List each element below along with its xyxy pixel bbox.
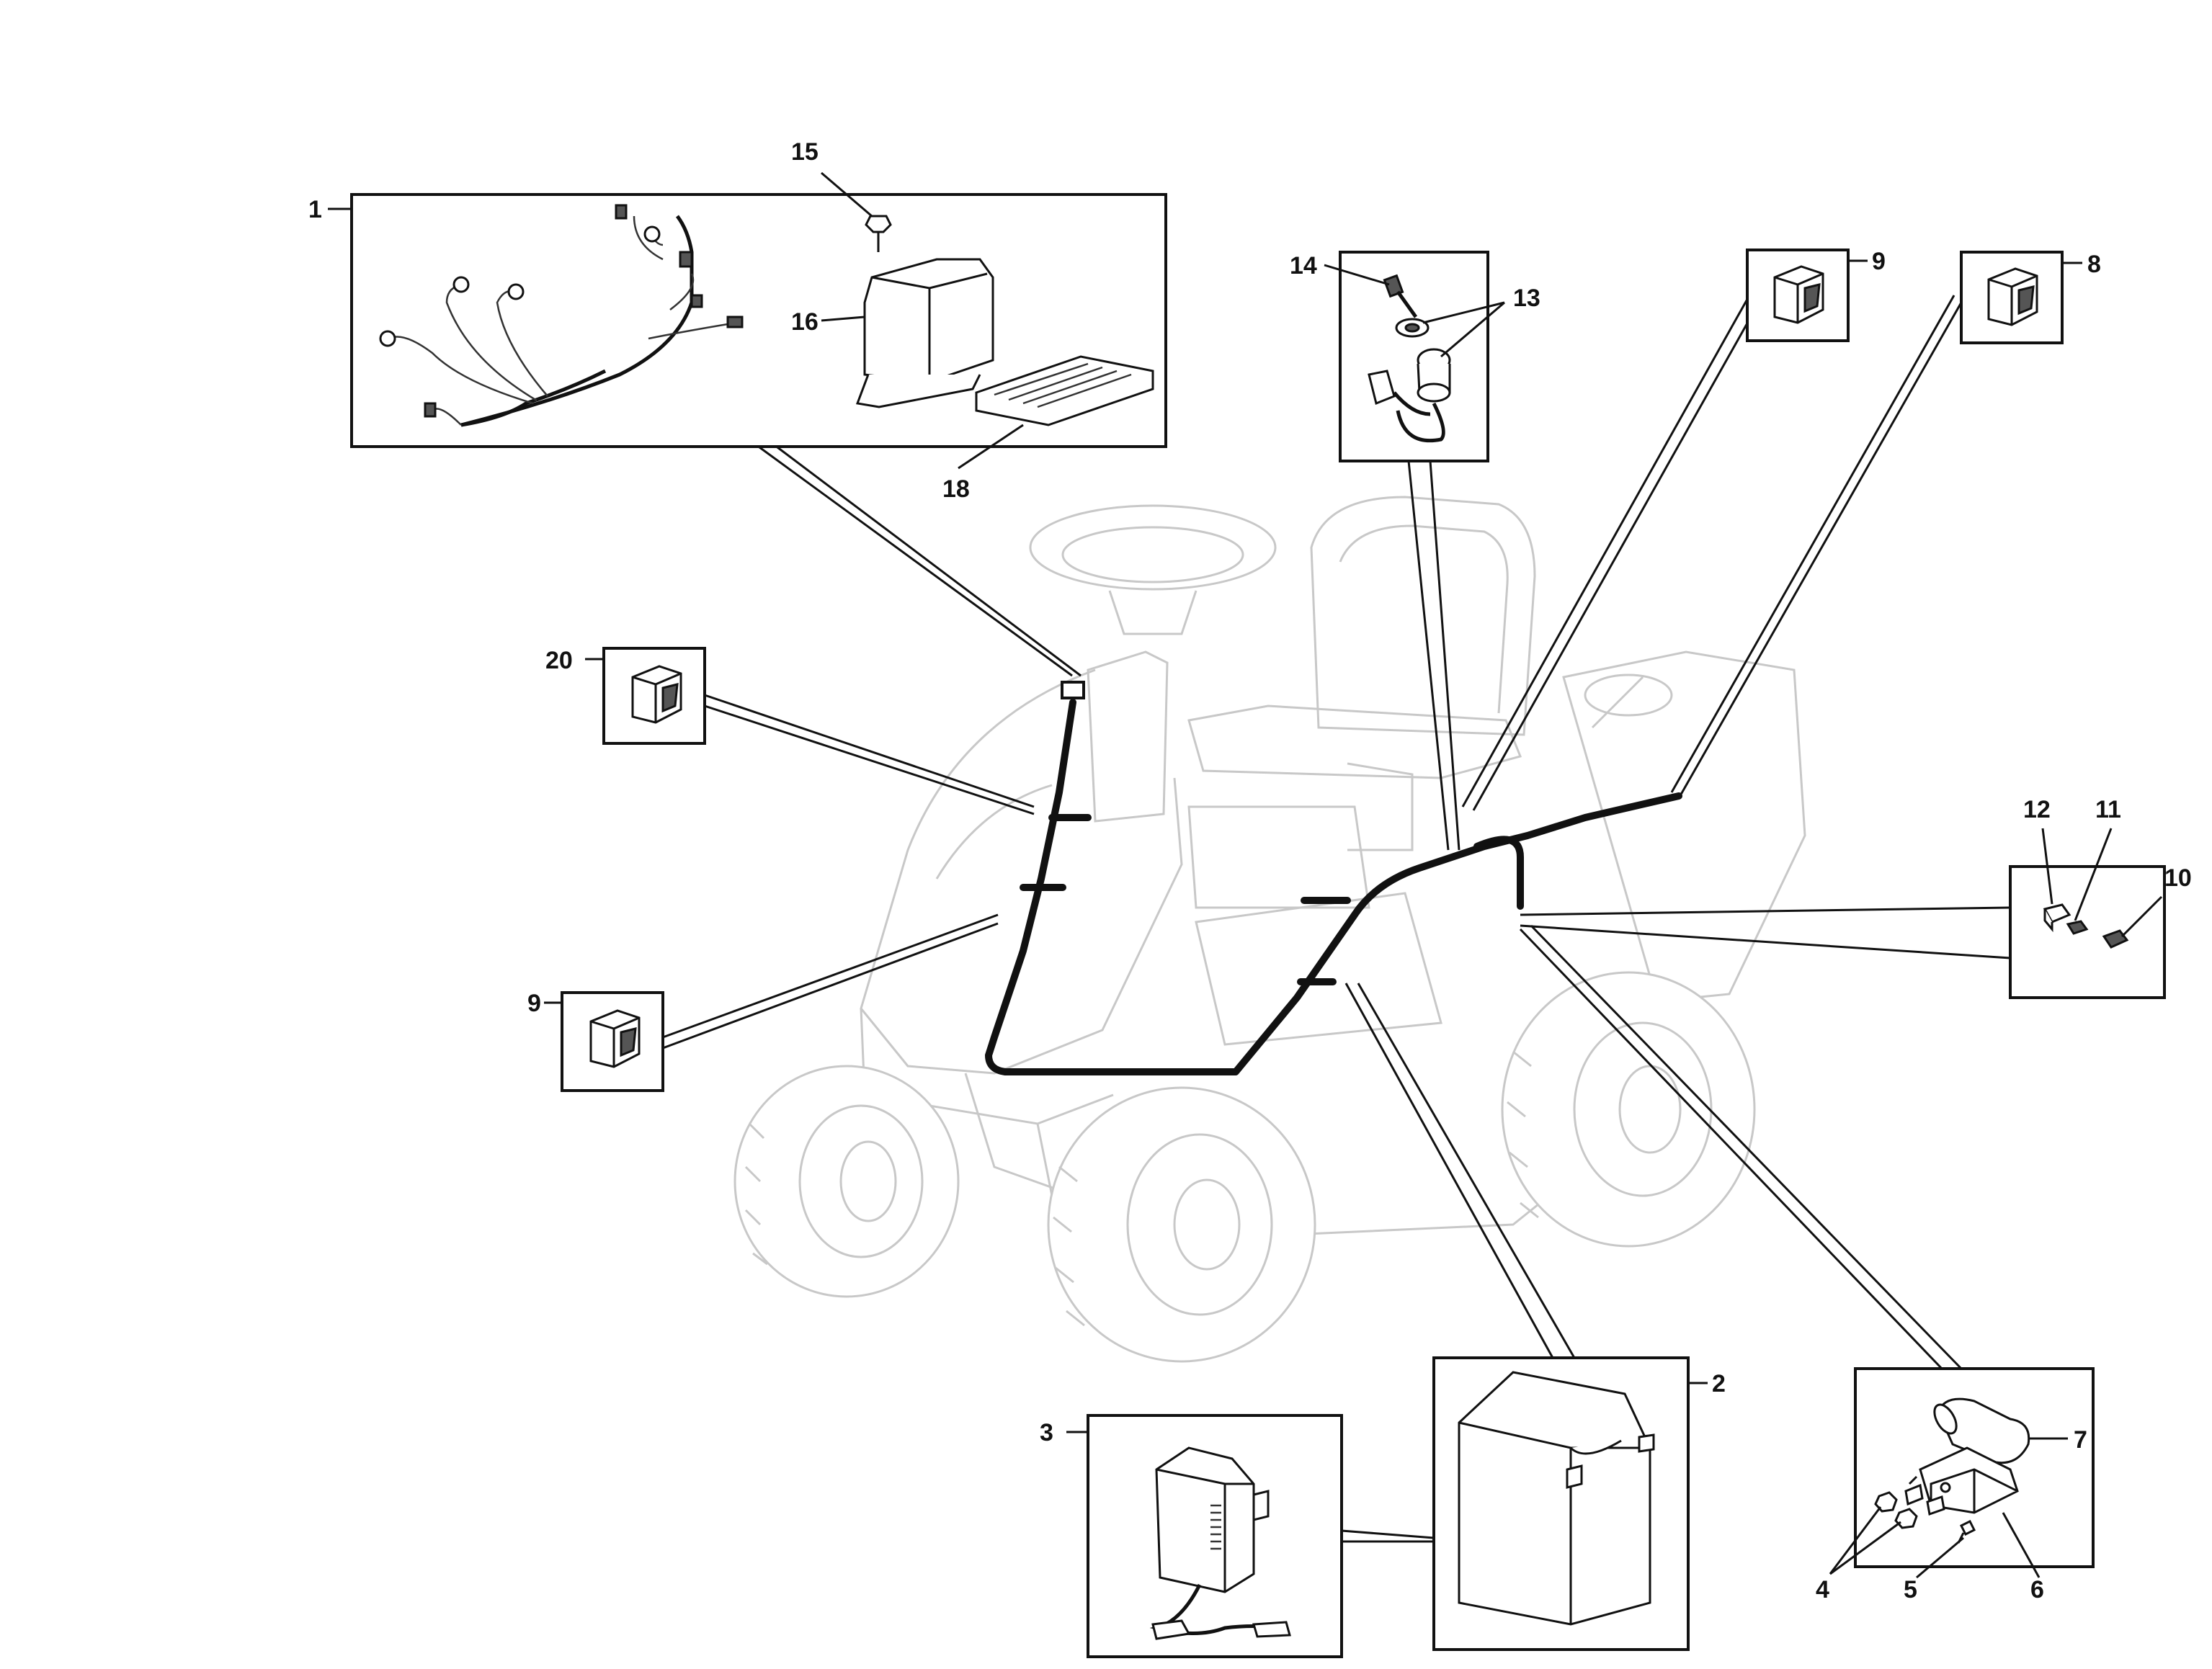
callout-2: 2 (1712, 1370, 1726, 1397)
callout-16: 16 (791, 308, 819, 336)
leader-lines (662, 295, 2011, 1543)
callout-14: 14 (1290, 252, 1317, 279)
callout-5: 5 (1904, 1576, 1917, 1603)
inset-box-charger (1087, 1414, 1343, 1658)
callout-7: 7 (2074, 1426, 2087, 1454)
callout-20: 20 (545, 647, 573, 674)
callout-9-top: 9 (1872, 248, 1886, 275)
inset-box-switch-9-top (1746, 249, 1850, 342)
callout-6: 6 (2030, 1576, 2044, 1603)
inset-box-solenoid (1854, 1367, 2095, 1568)
inset-box-switch-8 (1960, 251, 2064, 344)
callout-labels: 1 15 16 18 14 13 9 8 20 9 12 11 10 2 3 7… (308, 138, 2192, 1603)
inset-box-switch-9-left (561, 991, 664, 1092)
inset-box-ignition (1339, 251, 1489, 462)
callout-3: 3 (1040, 1419, 1053, 1446)
inset-box-fuses (2009, 865, 2166, 999)
callout-8: 8 (2087, 251, 2101, 278)
callout-12: 12 (2023, 796, 2051, 823)
inset-box-battery (1432, 1356, 1690, 1651)
callout-10: 10 (2164, 864, 2192, 892)
callout-11: 11 (2095, 796, 2121, 823)
callout-18: 18 (942, 475, 970, 503)
inset-box-switch-20 (602, 647, 706, 745)
callout-13: 13 (1513, 285, 1540, 312)
callout-9-left: 9 (527, 990, 541, 1017)
callout-1: 1 (308, 196, 322, 223)
callout-ticks (328, 171, 2163, 1579)
callout-4: 4 (1816, 1576, 1829, 1603)
ride-on-mower-illustration (733, 496, 1806, 1363)
callout-15: 15 (791, 138, 819, 166)
inset-box-harness-kit (350, 193, 1167, 448)
wiring-harness-route (985, 681, 1682, 1075)
